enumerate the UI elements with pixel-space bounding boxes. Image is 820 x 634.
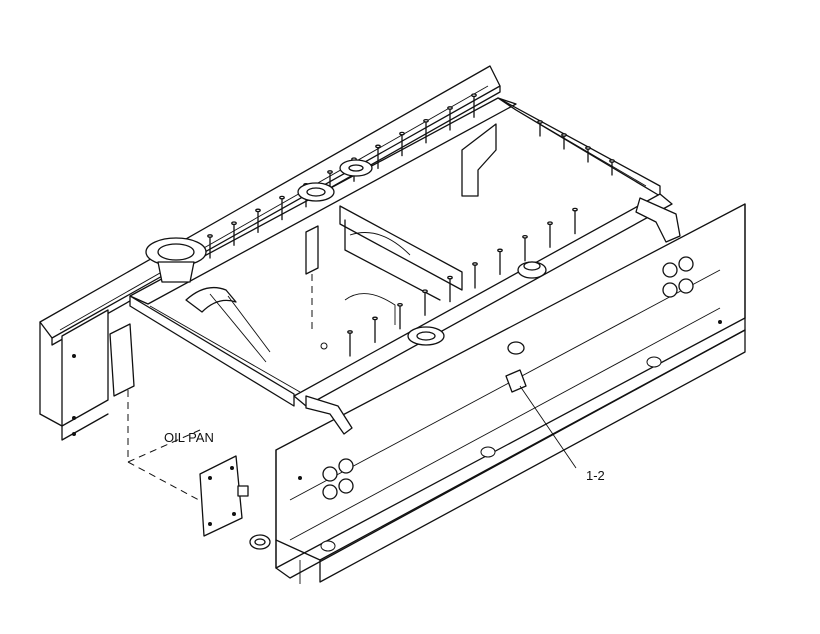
drain-cover-plate	[199, 455, 249, 537]
stud-bolt-cap	[255, 208, 261, 213]
oil-pan-hidden-outline	[127, 330, 211, 507]
rim-studs	[207, 93, 615, 357]
stud-bolt-cap	[537, 120, 543, 124]
part-callout-label: 1-2	[586, 468, 605, 483]
stud-bolt-cap	[447, 275, 453, 280]
stud-bolt-cap	[372, 316, 378, 321]
stud-bolt-cap	[397, 302, 403, 307]
pan-front-wall	[275, 203, 746, 579]
front-lower-flange	[275, 329, 746, 584]
stud-bolt-cap	[423, 118, 429, 123]
callout-leader-line	[519, 385, 577, 469]
oil-pan-label: OIL PAN	[164, 430, 214, 445]
stud-bolt-cap	[231, 221, 237, 226]
stud-bolt-cap	[522, 234, 528, 239]
front-wall-bolts-right	[662, 256, 694, 298]
front-left-corner-bracket	[305, 395, 353, 435]
oil-pickup-tube	[185, 286, 271, 363]
stud-bolt-cap	[547, 221, 553, 226]
interior-post	[305, 225, 328, 350]
left-end-plate	[39, 309, 109, 441]
stud-bolt-cap	[375, 144, 381, 149]
stud-bolt-cap	[422, 289, 428, 294]
internal-baffle	[339, 205, 463, 325]
fastener-bolt	[505, 341, 527, 393]
rim-boss-small-1	[339, 159, 373, 177]
front-wall-bolts-left	[322, 458, 354, 500]
stud-bolt-cap	[327, 170, 333, 174]
stud-bolt-cap	[497, 248, 503, 253]
left-block	[109, 323, 135, 397]
stud-bolt-cap	[207, 234, 213, 238]
top-right-corner-bracket	[635, 197, 681, 243]
stud-bolt-cap	[472, 262, 478, 266]
rim-boss-large	[145, 237, 207, 283]
front-rim-boss	[407, 326, 445, 346]
stud-bolt-cap	[347, 330, 353, 334]
stud-bolt-cap	[561, 133, 567, 137]
stud-bolt-cap	[279, 195, 285, 200]
rear-bracket	[461, 123, 497, 197]
stud-bolt-cap	[471, 93, 477, 98]
stud-bolt-cap	[609, 159, 615, 163]
front-wall-holes	[298, 320, 722, 552]
stud-bolt-cap	[447, 106, 453, 110]
top-rail-plate	[39, 65, 501, 354]
stud-bolt-cap	[399, 131, 405, 136]
stud-bolt-cap	[572, 207, 578, 212]
drain-plug	[249, 534, 271, 550]
rim-boss-medium	[297, 182, 335, 202]
rim-boss-small-2	[517, 261, 547, 279]
stud-bolt-cap	[585, 146, 591, 150]
